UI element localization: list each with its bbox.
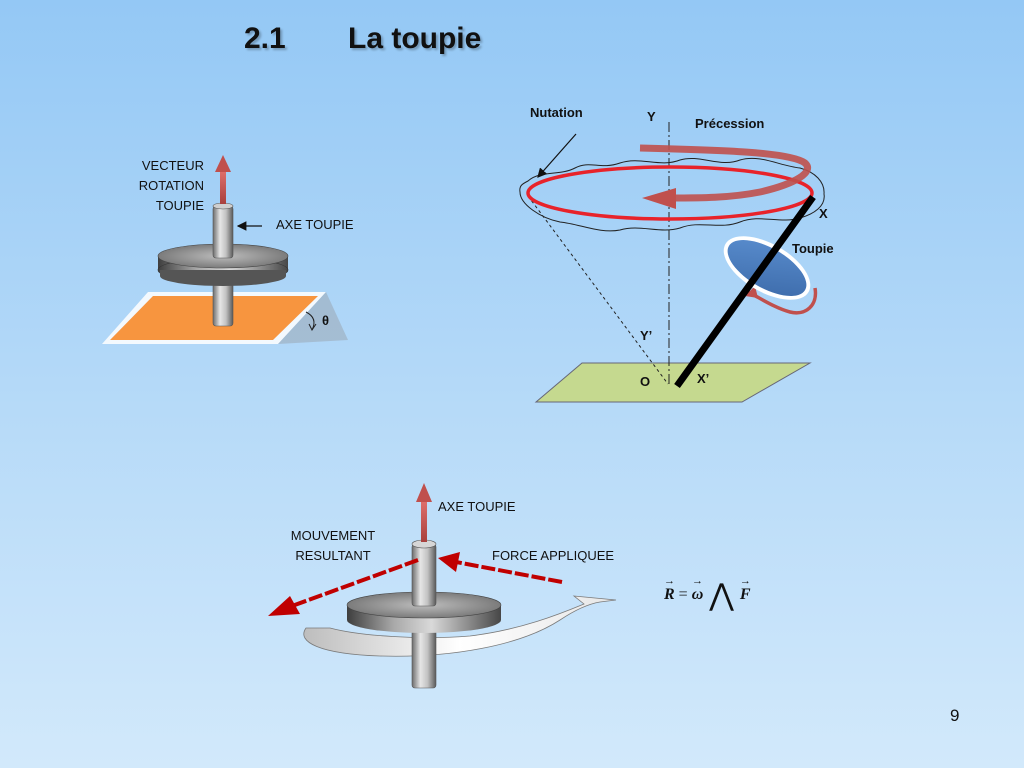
title-text: La toupie (348, 22, 482, 55)
bottom-axle-upper (411, 543, 437, 607)
formula-cross: ⋀ (709, 579, 734, 612)
nutation-wave (519, 157, 825, 232)
left-figure (102, 155, 348, 344)
cross-product-formula: R = ω ⋀ F (664, 575, 751, 613)
axis-label-left: AXE TOUPIE (276, 217, 354, 232)
right-figure (519, 122, 825, 403)
axis-vector-arrow (416, 483, 432, 542)
spinning-top-axis (674, 194, 816, 389)
spinning-top-disk (723, 236, 818, 315)
formula-equals: = (678, 586, 688, 603)
ground-plane (534, 362, 812, 403)
nutation-label: Nutation (530, 105, 583, 120)
vector-label-line-3: TOUPIE (155, 198, 204, 213)
y-axis-label: Y (647, 109, 656, 124)
movement-label-line-1: MOUVEMENT (290, 528, 376, 543)
x-prime-label: X’ (697, 371, 710, 386)
formula-f: F (740, 575, 751, 604)
page-number: 9 (950, 706, 960, 725)
angle-theta-label: θ (322, 313, 330, 328)
vector-label-line-1: VECTEUR (141, 158, 204, 173)
formula-r: R (664, 575, 675, 604)
toupie-label: Toupie (792, 241, 834, 256)
axis-label-bottom: AXE TOUPIE (438, 499, 516, 514)
slide-title: 2.1 La toupie (244, 22, 481, 56)
top-axle-upper (212, 205, 234, 259)
origin-label: O (640, 374, 651, 389)
angle-marker (305, 311, 317, 331)
movement-label-line-2: RESULTANT (295, 548, 371, 563)
y-prime-label: Y’ (640, 328, 653, 343)
applied-force-arrow (438, 552, 563, 584)
resultant-rotation-arrow (303, 595, 617, 657)
precession-arrow (639, 144, 811, 209)
title-number: 2.1 (244, 22, 286, 55)
formula-omega: ω (692, 575, 704, 604)
vector-label-line-2: ROTATION (138, 178, 204, 193)
resultant-movement-arrow (268, 558, 419, 616)
vector-label: VECTEUR ROTATION TOUPIE (118, 156, 204, 216)
nutation-pointer-arrow (537, 133, 577, 178)
bottom-gyroscope-disk (346, 591, 502, 633)
precession-label: Précession (695, 116, 765, 131)
bottom-figure (268, 483, 617, 689)
gyroscope-disk (157, 243, 289, 286)
force-label: FORCE APPLIQUEE (492, 548, 615, 563)
x-axis-label: X (819, 206, 828, 221)
rotation-vector-arrow (215, 155, 231, 204)
movement-label: MOUVEMENT RESULTANT (278, 526, 388, 566)
precession-circle (526, 165, 814, 221)
cone-edge-dashed (527, 195, 669, 385)
